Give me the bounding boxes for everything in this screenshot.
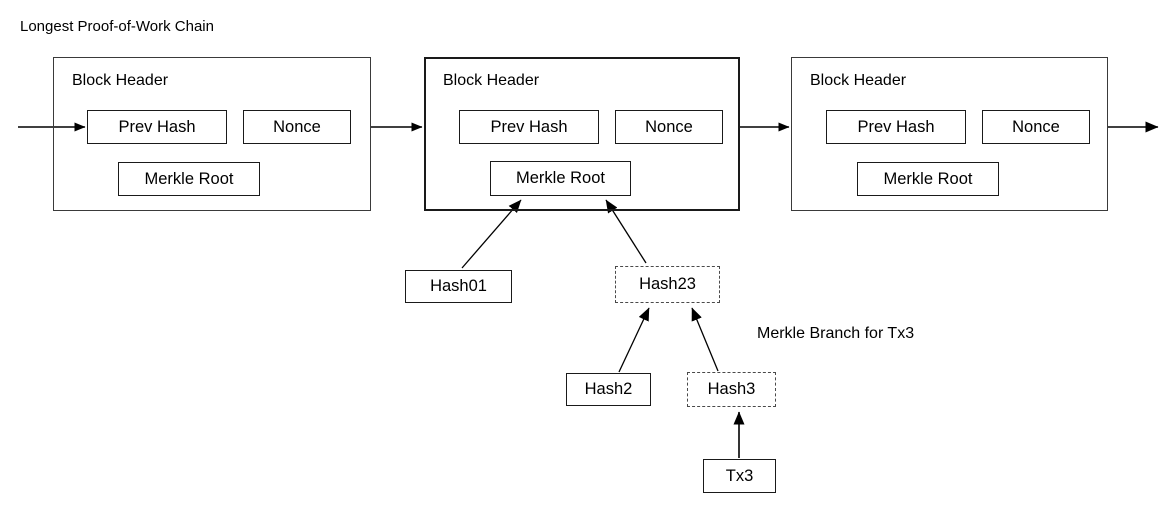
merkle-node-tx3-label: Tx3 [725, 466, 754, 485]
block-2-header-label: Block Header [443, 72, 540, 89]
block-3-merkle-root-label: Merkle Root [883, 169, 973, 188]
block-2-merkle-root-box[interactable]: Merkle Root [490, 161, 631, 196]
merkle-arrow-hash2-to-hash23 [618, 307, 650, 373]
diagram-title: Longest Proof-of-Work Chain [20, 18, 214, 35]
merkle-arrow-hash3-to-hash23 [691, 307, 719, 372]
block-3-prev-hash-box[interactable]: Prev Hash [826, 110, 966, 144]
merkle-node-hash23-label: Hash23 [639, 275, 696, 293]
block-2-merkle-root-label: Merkle Root [516, 169, 605, 187]
merkle-node-tx3[interactable]: Tx3 [703, 459, 776, 493]
merkle-arrow-hash01-to-merkle-root [461, 199, 522, 269]
block-1-prev-hash-box[interactable]: Prev Hash [87, 110, 227, 144]
merkle-node-hash01-label: Hash01 [430, 277, 487, 295]
block-2-nonce-label: Nonce [645, 117, 693, 136]
merkle-node-hash3-label: Hash3 [707, 380, 756, 398]
merkle-node-hash3[interactable]: Hash3 [687, 372, 776, 407]
block-2-prev-hash-label: Prev Hash [490, 117, 568, 136]
merkle-node-hash2[interactable]: Hash2 [566, 373, 651, 406]
block-2[interactable] [424, 57, 740, 211]
block-1-merkle-root-box[interactable]: Merkle Root [118, 162, 260, 196]
merkle-node-hash01[interactable]: Hash01 [405, 270, 512, 303]
merkle-node-hash23[interactable]: Hash23 [615, 266, 720, 303]
block-3[interactable] [791, 57, 1108, 211]
block-3-nonce-label: Nonce [1012, 117, 1060, 136]
merkle-node-hash2-label: Hash2 [584, 380, 633, 398]
block-1-merkle-root-label: Merkle Root [144, 169, 234, 188]
block-1-header-label: Block Header [72, 72, 169, 89]
block-2-prev-hash-box[interactable]: Prev Hash [459, 110, 599, 144]
block-1[interactable] [53, 57, 371, 211]
block-3-header-label: Block Header [810, 72, 907, 89]
block-3-prev-hash-label: Prev Hash [857, 117, 935, 136]
block-1-nonce-box[interactable]: Nonce [243, 110, 351, 144]
block-1-prev-hash-label: Prev Hash [118, 117, 196, 136]
block-2-nonce-box[interactable]: Nonce [615, 110, 723, 144]
block-1-nonce-label: Nonce [273, 117, 321, 136]
block-3-merkle-root-box[interactable]: Merkle Root [857, 162, 999, 196]
merkle-branch-annotation: Merkle Branch for Tx3 [757, 325, 915, 342]
block-3-nonce-box[interactable]: Nonce [982, 110, 1090, 144]
